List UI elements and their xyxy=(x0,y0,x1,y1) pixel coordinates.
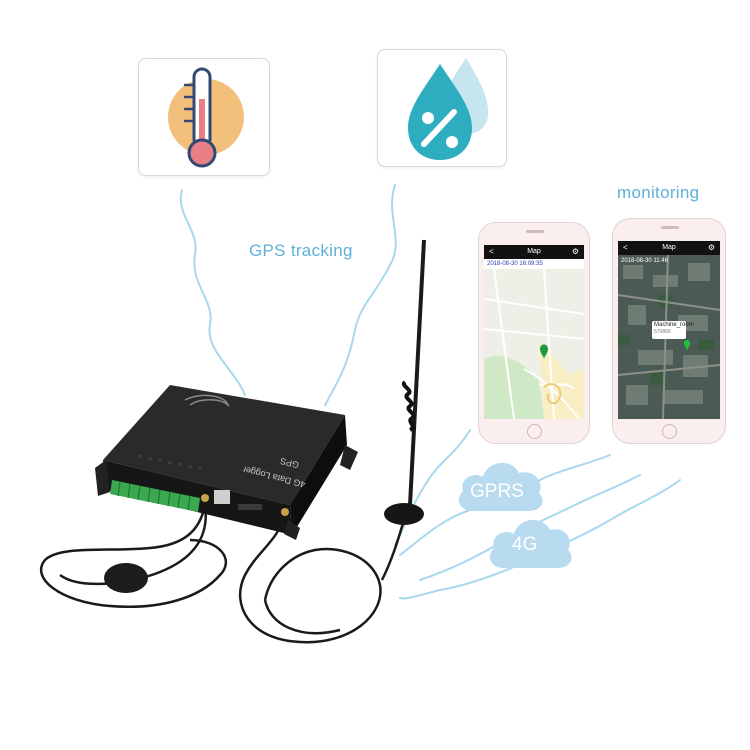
gprs-cloud xyxy=(458,462,543,511)
home-button[interactable] xyxy=(527,424,542,439)
thermometer-card xyxy=(138,58,270,176)
humidity-card xyxy=(377,49,507,167)
antenna-base xyxy=(384,503,424,525)
gps-tracking-label: GPS tracking xyxy=(249,241,353,260)
street-map xyxy=(484,269,584,419)
logger-box xyxy=(95,385,358,540)
phone-left-screen: < Map ⚙ 2018-08-30 16:09:35 xyxy=(484,245,584,419)
humidity-drop-icon xyxy=(408,58,489,160)
app-header: < Map ⚙ xyxy=(618,241,720,255)
app-title: Map xyxy=(527,248,541,255)
fourg-cloud xyxy=(489,519,572,568)
app-header: < Map ⚙ xyxy=(484,245,584,259)
map-timestamp: 2018-08-30 16:09:35 xyxy=(487,261,543,267)
back-icon[interactable]: < xyxy=(623,243,628,252)
phone-speaker xyxy=(661,226,679,229)
map-timestamp: 2018-08-30 11:46 xyxy=(621,258,668,264)
back-icon[interactable]: < xyxy=(489,247,494,256)
popup-sub: 570866 xyxy=(654,329,671,335)
gprs-label: GPRS xyxy=(470,481,524,502)
antenna-connector xyxy=(281,508,289,516)
wave-thermometer xyxy=(179,189,246,396)
phone-right: < Map ⚙ 2018-08-30 11:46 Machi xyxy=(612,218,726,444)
thermometer-icon xyxy=(168,67,244,168)
antenna-whip xyxy=(408,239,426,506)
settings-icon[interactable]: ⚙ xyxy=(707,243,715,252)
phone-left: < Map ⚙ 2018-08-30 16:09:35 xyxy=(478,222,590,444)
sim-slot xyxy=(238,504,262,510)
gps-connector xyxy=(201,494,209,502)
gps-puck xyxy=(104,563,148,593)
terminal-block xyxy=(110,480,200,512)
ethernet-port xyxy=(214,490,230,504)
phone-right-screen: < Map ⚙ 2018-08-30 11:46 Machi xyxy=(618,241,720,419)
monitoring-label: monitoring xyxy=(617,183,700,202)
popup-title: Machine_room xyxy=(654,322,694,328)
app-title: Map xyxy=(662,244,676,251)
phone-speaker xyxy=(526,230,544,233)
wave-phone-left xyxy=(394,429,471,546)
map-popup[interactable]: Machine_room 570866 xyxy=(652,321,694,339)
settings-icon[interactable]: ⚙ xyxy=(571,247,579,256)
wave-humidity xyxy=(324,184,397,406)
home-button[interactable] xyxy=(662,424,677,439)
fourg-label: 4G xyxy=(512,534,538,555)
